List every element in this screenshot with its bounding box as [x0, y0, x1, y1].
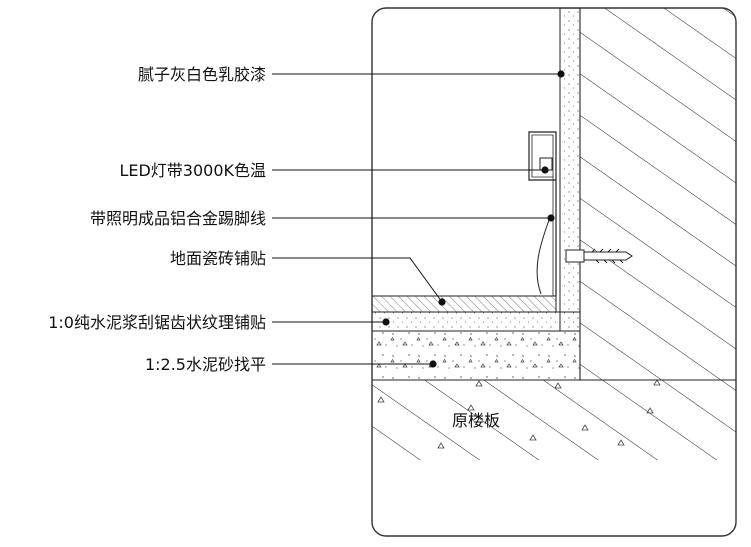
leader-dot-tile — [438, 298, 446, 306]
label-skirting: 带照明成品铝合金踢脚线 — [90, 209, 266, 228]
leader-dot-led — [541, 166, 549, 174]
skirting-profile — [528, 131, 557, 296]
label-screed: 1:2.5水泥砂找平 — [145, 355, 266, 374]
concrete-wall — [580, 8, 736, 380]
label-slab: 原楼板 — [452, 411, 500, 430]
leader-lines — [272, 70, 565, 368]
leader-dot-mortar — [382, 318, 390, 326]
leader-dot-skirting — [547, 214, 555, 222]
structural-slab — [372, 380, 736, 460]
anchor-screw — [565, 248, 633, 264]
screed-layer — [372, 331, 580, 380]
leader-dot-screed — [429, 360, 437, 368]
skirting-clip — [536, 219, 550, 295]
wall-putty — [559, 8, 581, 332]
leader-dot-paint — [557, 70, 565, 78]
tile-layer — [372, 295, 557, 313]
slab-triangles — [377, 379, 661, 449]
leader-tile — [272, 257, 443, 303]
label-mortar-bed: 1:0纯水泥浆刮锯齿状纹理铺贴 — [48, 313, 266, 332]
mortar-layer — [372, 312, 580, 331]
label-paint: 腻子灰白色乳胶漆 — [138, 65, 266, 84]
label-led: LED灯带3000K色温 — [119, 161, 266, 180]
label-tile: 地面瓷砖铺贴 — [170, 249, 266, 268]
